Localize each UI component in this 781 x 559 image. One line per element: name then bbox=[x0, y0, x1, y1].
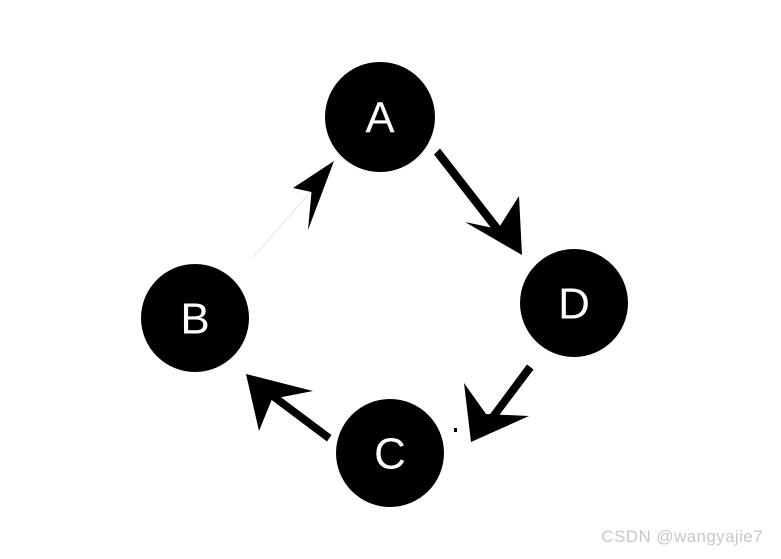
edge-d-to-c-shaft bbox=[485, 364, 534, 426]
node-b-circle[interactable] bbox=[141, 264, 249, 372]
node-d-label: D bbox=[558, 280, 590, 329]
stray-speck bbox=[454, 428, 457, 432]
edge-a-to-d-shaft bbox=[434, 148, 508, 242]
node-a[interactable]: A bbox=[325, 62, 435, 172]
edge-c-to-b-shaft bbox=[265, 389, 332, 442]
edge-b-to-a-arrowhead bbox=[293, 161, 334, 230]
node-c[interactable]: C bbox=[336, 399, 444, 507]
edge-a-to-d-arrowhead bbox=[465, 196, 522, 255]
node-d[interactable]: D bbox=[520, 249, 628, 357]
node-c-circle[interactable] bbox=[336, 399, 444, 507]
node-c-label: C bbox=[374, 430, 406, 479]
edge-d-to-c bbox=[464, 364, 534, 442]
edge-c-to-b bbox=[246, 374, 332, 442]
edge-c-to-b-arrowhead bbox=[246, 374, 313, 431]
node-a-label: A bbox=[365, 94, 395, 143]
edge-d-to-c-arrowhead bbox=[464, 383, 529, 442]
node-d-circle[interactable] bbox=[520, 249, 628, 357]
edge-b-to-a-shaft bbox=[249, 173, 327, 262]
watermark-text: CSDN @wangyajie7 bbox=[601, 527, 763, 546]
node-b-label: B bbox=[180, 295, 209, 344]
node-b[interactable]: B bbox=[141, 264, 249, 372]
edge-b-to-a bbox=[249, 161, 334, 262]
edge-a-to-d bbox=[434, 148, 522, 255]
node-a-circle[interactable] bbox=[325, 62, 435, 172]
